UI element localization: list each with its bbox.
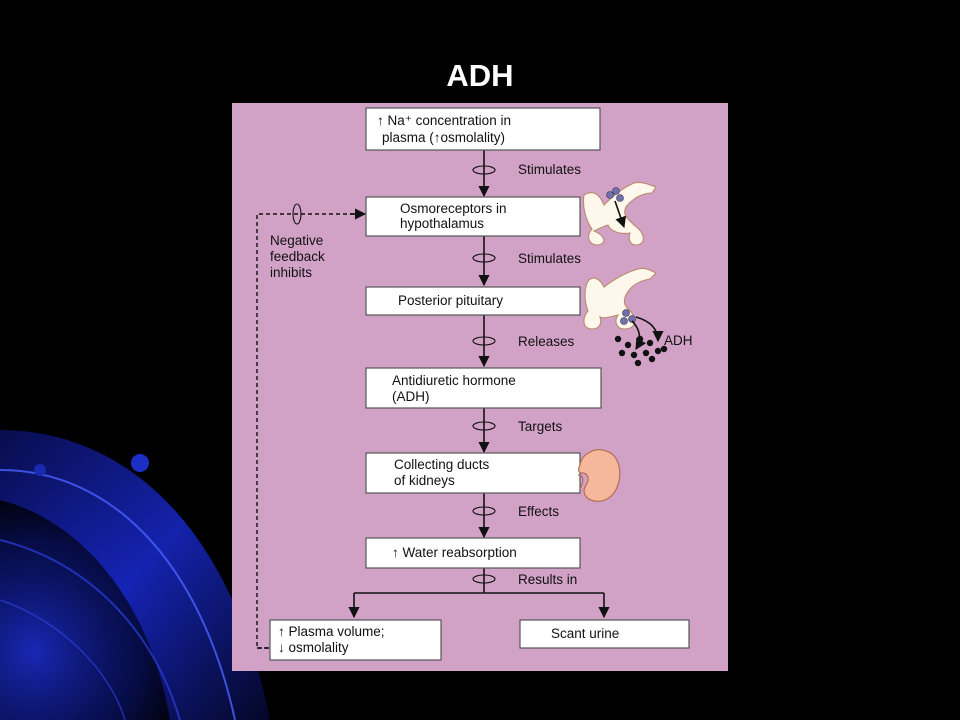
feedback-label-line3: inhibits	[270, 265, 312, 280]
connector-ellipse	[472, 574, 496, 584]
background-dot-small	[34, 464, 46, 476]
node-na-line2b: osmolality)	[441, 130, 506, 145]
edge-label-effects: Effects	[518, 504, 559, 519]
node-adh-line2: (ADH)	[392, 389, 430, 404]
connector-ellipse	[472, 253, 496, 263]
node-plasma-line2: osmolality	[289, 640, 349, 655]
edge-label-releases: Releases	[518, 334, 575, 349]
node-osmo-line1: Osmoreceptors in	[400, 201, 507, 216]
adh-release-label: ADH	[664, 333, 693, 348]
node-antidiuretic-hormone: Antidiuretic hormone (ADH)	[365, 367, 602, 409]
up-arrow-icon: ↑	[434, 130, 441, 145]
slide-title: ADH	[446, 58, 514, 93]
connector-ellipse	[472, 421, 496, 431]
node-ducts-line2: of kidneys	[394, 473, 455, 488]
svg-text:plasma (↑osmolality): plasma (↑osmolality)	[382, 130, 505, 145]
node-collecting-ducts: Collecting ducts of kidneys	[365, 452, 581, 494]
feedback-ellipse	[292, 203, 302, 225]
svg-text:↑ Na⁺ concentration in: ↑ Na⁺ concentration in	[377, 113, 511, 128]
up-arrow-icon: ↑	[278, 624, 285, 639]
up-arrow-icon: ↑	[392, 545, 399, 560]
node-na-concentration: ↑ Na⁺ concentration in plasma (↑osmolali…	[365, 107, 601, 151]
node-adh-line1: Antidiuretic hormone	[392, 373, 516, 388]
background-arc-band	[0, 430, 270, 720]
background-dot-large	[131, 454, 149, 472]
adh-flow-diagram: Stimulates Stimulates Releases Targets E…	[256, 107, 693, 661]
feedback-label-line1: Negative	[270, 233, 323, 248]
node-na-line1: Na⁺ concentration in	[388, 113, 511, 128]
node-water-line1: Water reabsorption	[403, 545, 517, 560]
connector-ellipse	[472, 336, 496, 346]
node-plasma-line1: Plasma volume;	[289, 624, 385, 639]
svg-text:↑ Water reabsorption: ↑ Water reabsorption	[392, 545, 517, 560]
down-arrow-icon: ↓	[278, 640, 285, 655]
node-na-line2: plasma (	[382, 130, 434, 145]
background-arc-line-2	[0, 539, 181, 720]
node-osmo-line2: hypothalamus	[400, 216, 484, 231]
background-arc-line-3	[0, 599, 126, 720]
edge-label-results-in: Results in	[518, 572, 577, 587]
edge-label-stimulates-1: Stimulates	[518, 162, 581, 177]
edge-label-targets: Targets	[518, 419, 563, 434]
node-ducts-line1: Collecting ducts	[394, 457, 490, 472]
node-urine-line1: Scant urine	[551, 626, 619, 641]
svg-text:↓ osmolality: ↓ osmolality	[278, 640, 349, 655]
connector-ellipse	[472, 506, 496, 516]
feedback-label-line2: feedback	[270, 249, 325, 264]
node-posterior-pituitary: Posterior pituitary	[365, 286, 581, 316]
pituitary-illustration: ADH	[583, 267, 693, 367]
diagram-panel: Stimulates Stimulates Releases Targets E…	[232, 103, 728, 671]
kidney-illustration	[577, 449, 621, 502]
node-water-reabsorption: ↑ Water reabsorption	[365, 537, 581, 569]
node-scant-urine: Scant urine	[519, 619, 690, 649]
node-osmoreceptors: Osmoreceptors in hypothalamus	[365, 196, 581, 237]
node-plasma-volume: ↑ Plasma volume; ↓ osmolality	[269, 619, 442, 661]
hypothalamus-illustration	[582, 181, 657, 246]
up-arrow-icon: ↑	[377, 113, 384, 128]
node-pituitary-line1: Posterior pituitary	[398, 293, 503, 308]
svg-text:↑ Plasma volume;: ↑ Plasma volume;	[278, 624, 385, 639]
connector-ellipse	[472, 165, 496, 175]
edge-label-stimulates-2: Stimulates	[518, 251, 581, 266]
